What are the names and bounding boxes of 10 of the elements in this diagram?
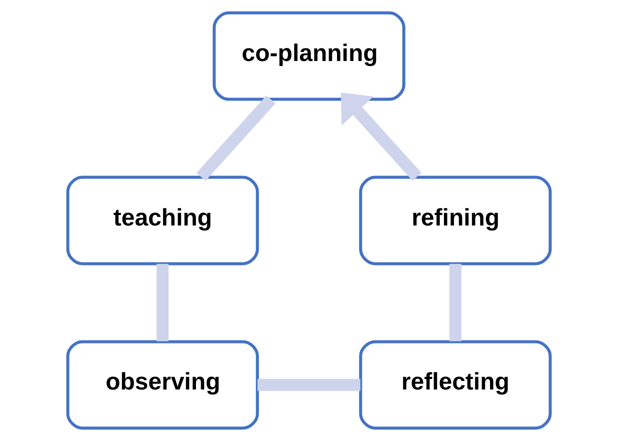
- connector: [196, 95, 276, 181]
- connector: [258, 378, 360, 391]
- node-box: reflecting: [359, 340, 552, 430]
- node-box: observing: [66, 340, 259, 430]
- node-box: refining: [359, 176, 552, 266]
- node-box: teaching: [66, 176, 259, 266]
- connector: [449, 264, 462, 342]
- node-box: co-planning: [212, 11, 406, 101]
- arrow: [340, 92, 422, 181]
- connector: [156, 264, 169, 342]
